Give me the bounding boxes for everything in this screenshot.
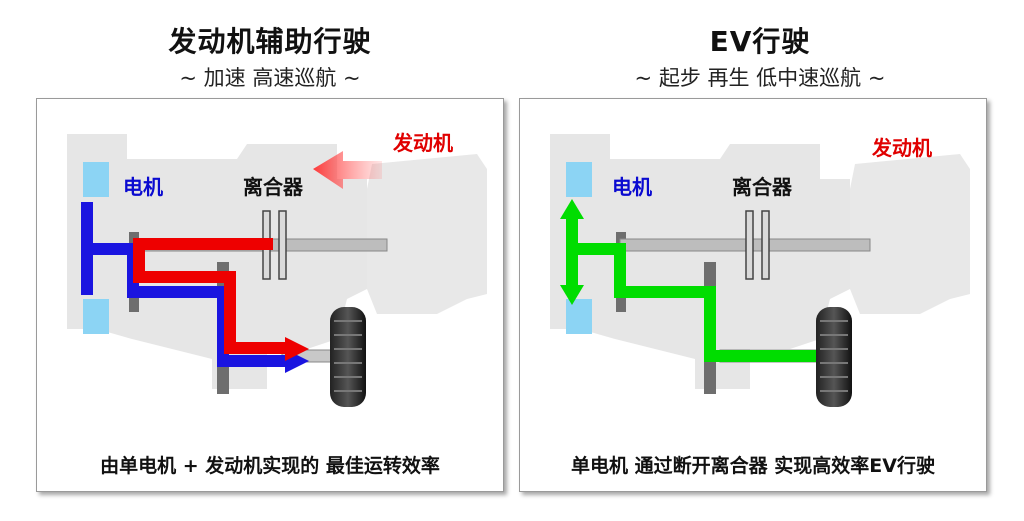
right-motor-label: 电机 [612, 175, 652, 199]
transmission-housing [550, 134, 850, 389]
right-caption: 单电机 通过断开离合器 实现高效率EV行驶 [571, 455, 935, 477]
clutch-plate-2 [761, 210, 770, 280]
left-motor-label: 电机 [123, 175, 163, 199]
ev-flow-arrow-down [560, 285, 584, 305]
right-engine-label: 发动机 [872, 136, 932, 160]
tire-icon [816, 307, 852, 407]
engine-silhouette [367, 154, 487, 314]
engine-power-flow [133, 238, 287, 354]
motor-block-top [566, 162, 592, 197]
tire-icon [330, 307, 366, 407]
motor-block-top [83, 162, 109, 197]
clutch-plate-1 [745, 210, 754, 280]
left-diagram [67, 134, 487, 407]
right-subtitle: ~ 起步 再生 低中速巡航 ~ [634, 66, 886, 90]
ev-flow-arrow-up [560, 199, 584, 219]
left-caption: 由单电机 + 发动机实现的 最佳运转效率 [100, 455, 440, 477]
right-panel: 电机 离合器 发动机 单电机 通过断开离合器 实现高效率EV行驶 [519, 98, 987, 492]
clutch-plate-2 [278, 210, 287, 280]
motor-power-flow [81, 202, 287, 367]
ev-power-flow [566, 217, 816, 362]
transmission-housing [67, 134, 367, 389]
motor-block-bottom [83, 299, 109, 334]
right-clutch-label: 离合器 [732, 175, 792, 199]
engine-flow-arrowhead [285, 337, 309, 361]
right-diagram [550, 134, 970, 407]
right-title: EV行驶 [709, 25, 811, 58]
left-engine-label: 发动机 [393, 131, 453, 155]
main-shaft [619, 238, 871, 252]
engine-silhouette [850, 154, 970, 314]
left-subtitle: ~ 加速 高速巡航 ~ [179, 66, 361, 90]
engine-input-arrow [313, 151, 382, 189]
left-title: 发动机辅助行驶 [168, 25, 372, 58]
left-panel: 电机 离合器 发动机 由单电机 + 发动机实现的 最佳运转效率 [36, 98, 504, 492]
motor-block-bottom [566, 299, 592, 334]
left-clutch-label: 离合器 [243, 175, 303, 199]
